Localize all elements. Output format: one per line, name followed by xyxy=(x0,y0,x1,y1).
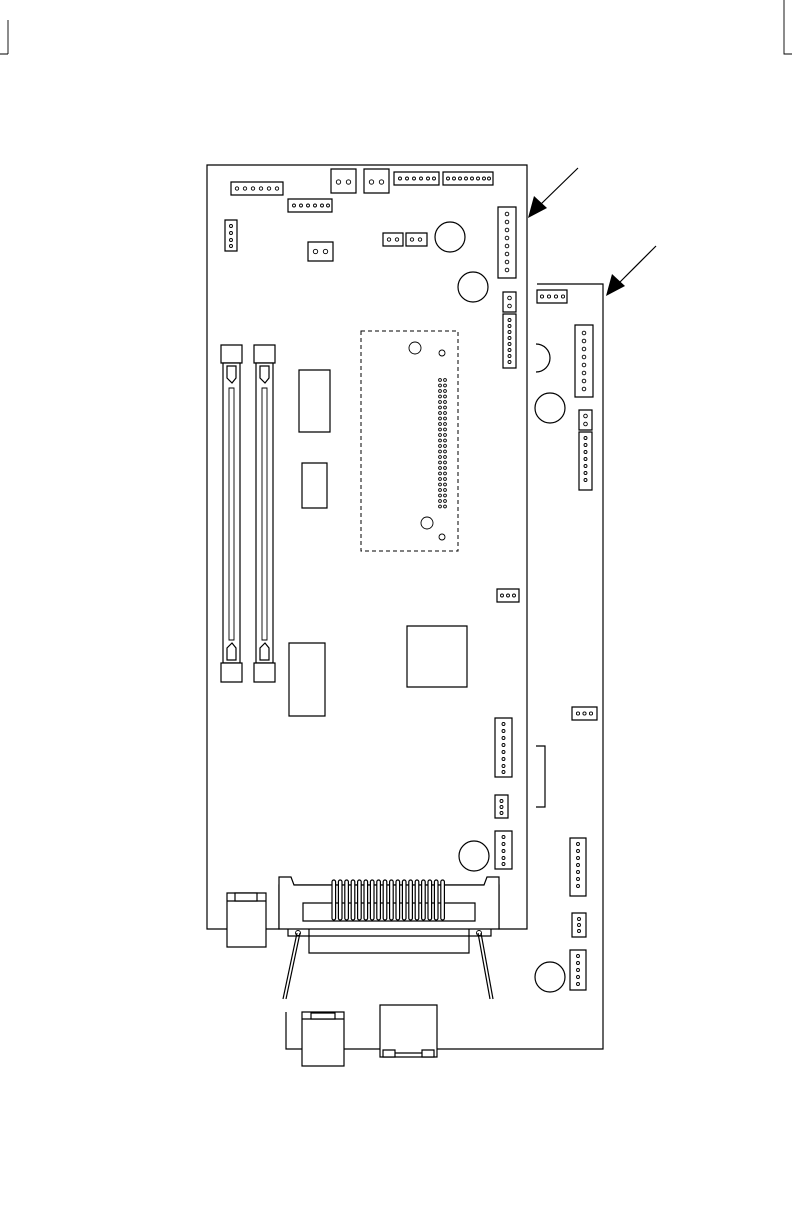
connector-2pin-jumper-b xyxy=(406,233,427,246)
bracket-outline xyxy=(536,746,545,807)
connector-2pin-top-a xyxy=(331,169,356,193)
connector-pin xyxy=(364,880,368,920)
network-port-primary xyxy=(227,893,266,947)
connector-pin xyxy=(441,880,445,920)
connector-pin xyxy=(358,880,362,920)
connector-pin xyxy=(434,880,438,920)
connector-2pin-right-edge xyxy=(503,292,516,312)
connector-2pin-top-b xyxy=(364,169,389,193)
connector-3pin-secondary-mid xyxy=(572,707,597,720)
retaining-clip-left xyxy=(283,933,297,999)
retaining-clip-right xyxy=(478,933,490,999)
connector-5pin-bottom-right xyxy=(495,831,512,869)
connector-pin xyxy=(402,880,406,920)
connector-pin xyxy=(351,880,355,920)
usb-port-secondary xyxy=(380,1005,437,1057)
capacitor-partial xyxy=(536,344,550,372)
connector-9pin-upper-right xyxy=(498,207,516,278)
capacitor-top xyxy=(435,222,465,252)
connector-pin xyxy=(332,880,336,920)
capacitor-secondary-lower xyxy=(535,962,565,992)
crop-mark-top-right xyxy=(784,0,792,54)
connector-pin xyxy=(396,880,400,920)
secondary-board-left-edge xyxy=(286,1012,302,1049)
chip-lower xyxy=(289,643,325,716)
connector-4pin-top xyxy=(537,290,567,303)
connector-8pin-right-edge xyxy=(503,314,516,368)
connector-pin xyxy=(370,880,374,920)
primary-board xyxy=(207,165,527,999)
connector-8pin-top-right-b xyxy=(443,172,493,185)
connector-8pin-vertical xyxy=(575,325,593,397)
network-port-secondary xyxy=(302,1012,344,1066)
parallel-port-connector xyxy=(279,877,499,999)
connector-5pin-secondary-bottom xyxy=(570,950,586,990)
callout-arrow-secondary-board xyxy=(606,246,656,296)
connector-6pin-top-left xyxy=(231,182,283,195)
connector-pin xyxy=(428,880,432,920)
connector-4pin-left xyxy=(225,220,237,251)
connector-3pin-secondary-lower xyxy=(572,913,586,937)
chip-upper xyxy=(299,370,330,432)
connector-2pin-jumper-a xyxy=(383,233,403,246)
processor-chip xyxy=(407,626,467,687)
connector-8pin-secondary xyxy=(579,432,592,490)
connector-pin xyxy=(383,880,387,920)
connector-pin xyxy=(390,880,394,920)
connector-8pin-lower-right xyxy=(495,718,512,777)
connector-pin xyxy=(377,880,381,920)
capacitor-lower xyxy=(459,841,489,871)
crop-mark-top-left xyxy=(0,20,8,54)
connector-pin xyxy=(422,880,426,920)
connector-pin xyxy=(409,880,413,920)
memory-slot-right xyxy=(254,345,275,682)
connector-3pin-mid-right xyxy=(497,589,519,602)
crop-marks xyxy=(0,0,792,54)
connector-6pin-top-right-a xyxy=(394,172,439,185)
connector-pin xyxy=(345,880,349,920)
connector-pin xyxy=(338,880,342,920)
capacitor-upper-right xyxy=(458,272,488,302)
chip-middle xyxy=(302,463,327,508)
memory-slot-left xyxy=(221,345,242,682)
connector-pin xyxy=(415,880,419,920)
connector-6pin-top-middle xyxy=(288,199,332,212)
callout-arrow-primary-board xyxy=(528,168,578,218)
capacitor-secondary-upper xyxy=(535,393,565,423)
connector-2pin-secondary xyxy=(579,410,592,430)
connector-2pin-upper-mid xyxy=(308,242,333,261)
connector-3pin-lower-right xyxy=(495,795,508,818)
connector-8pin-secondary-lower xyxy=(570,838,586,896)
